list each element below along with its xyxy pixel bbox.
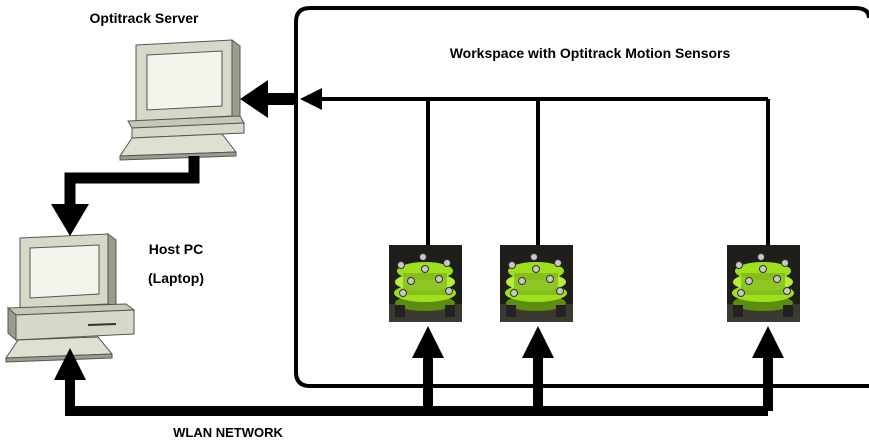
robots-group	[389, 245, 800, 322]
host-computer-icon	[5, 233, 136, 363]
server-computer-icon	[119, 39, 245, 161]
server-to-host-arrow	[51, 156, 200, 236]
wlan-network-lines	[54, 326, 784, 416]
host-label-line1: Host PC	[149, 241, 203, 257]
robot-image	[500, 245, 573, 322]
server-label: Optitrack Server	[90, 10, 199, 26]
sensor-bus	[316, 97, 770, 246]
robot-image	[389, 245, 462, 322]
host-label-line2: (Laptop)	[148, 270, 204, 286]
workspace-to-server-arrow	[240, 80, 296, 118]
network-label: WLAN NETWORK	[173, 425, 283, 440]
workspace-title: Workspace with Optitrack Motion Sensors	[450, 45, 731, 61]
workspace-box	[294, 6, 869, 388]
bus-arrow-icon	[300, 88, 322, 110]
robot-image	[727, 245, 800, 322]
